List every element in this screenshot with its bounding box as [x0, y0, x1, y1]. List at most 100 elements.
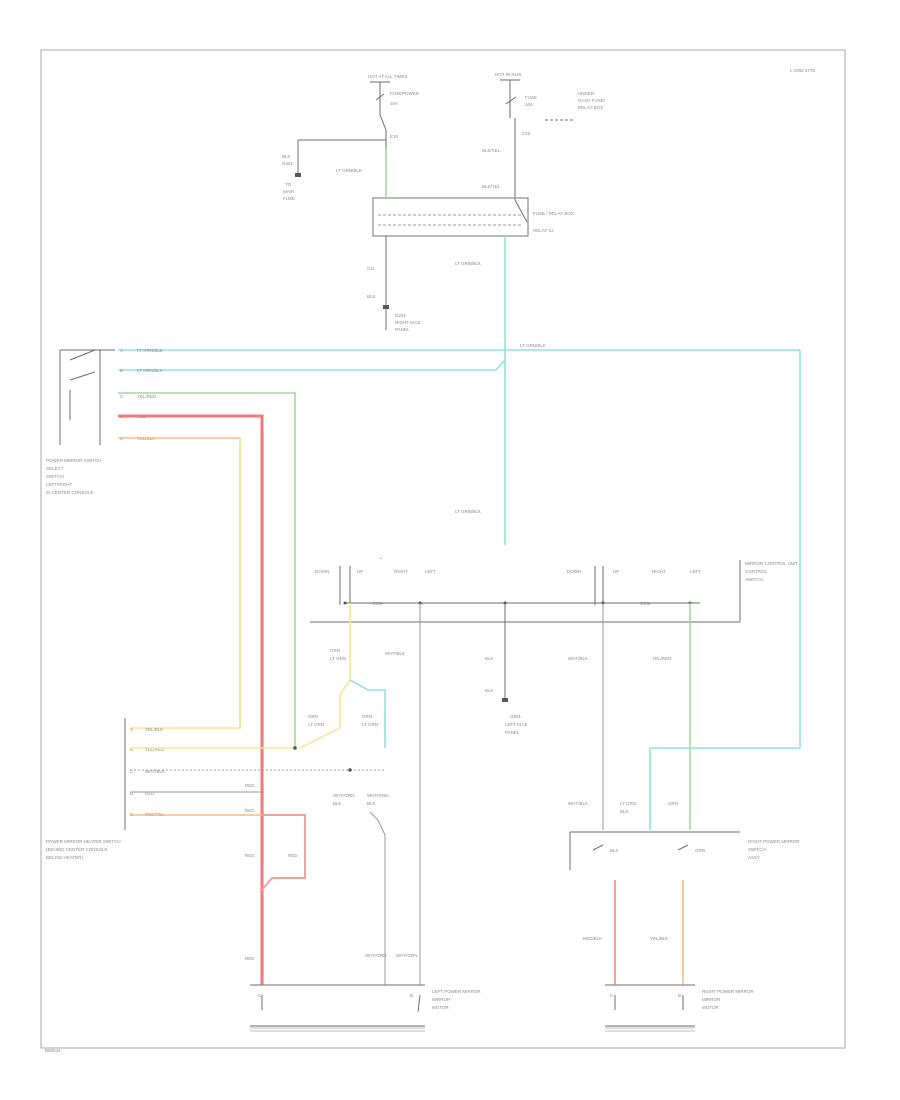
svg-text:B: B: [410, 993, 413, 998]
fuse-box-label: FUSE / RELAY BOX: [533, 211, 574, 216]
svg-text:G201: G201: [395, 313, 407, 318]
svg-text:LEFT KICK: LEFT KICK: [505, 722, 528, 727]
svg-text:BLK: BLK: [485, 656, 494, 661]
svg-text:SWITCH: SWITCH: [745, 577, 763, 582]
svg-text:(BEHIND CENTER CONSOLE: (BEHIND CENTER CONSOLE: [46, 847, 108, 852]
svg-text:GRN: GRN: [330, 648, 340, 653]
svg-text:A: A: [120, 348, 123, 353]
svg-text:SWITCH: SWITCH: [46, 474, 64, 479]
ground-symbol-icon: [295, 173, 301, 177]
svg-text:G501: G501: [510, 714, 522, 719]
svg-text:DOWN: DOWN: [315, 569, 329, 574]
right-motor-label: RIGHT POWER MIRROR: [702, 989, 754, 994]
relay-top-label: HOT AT ALL TIMES: [368, 74, 408, 79]
svg-text:C: C: [130, 769, 134, 774]
wire-red-main: [118, 414, 264, 985]
svg-text:RED: RED: [145, 791, 155, 796]
svg-text:E10: E10: [390, 134, 399, 139]
svg-text:RELAY BOX: RELAY BOX: [578, 105, 603, 110]
svg-text:RIGHT: RIGHT: [652, 569, 666, 574]
svg-text:BLK: BLK: [610, 848, 619, 853]
svg-text:PANEL: PANEL: [395, 327, 410, 332]
svg-text:MAIN: MAIN: [283, 189, 294, 194]
svg-text:C: C: [258, 993, 262, 998]
wire-yellow: [130, 438, 241, 729]
svg-text:C11: C11: [367, 266, 375, 271]
control-unit: MIRROR CONTROL UNIT CONTROL SWITCH DOWN …: [310, 556, 798, 623]
svg-text:MOTOR: MOTOR: [702, 1005, 719, 1010]
svg-text:ASSY: ASSY: [748, 855, 760, 860]
svg-text:LT GRN/BLK: LT GRN/BLK: [137, 348, 163, 353]
svg-text:BLK/YEL: BLK/YEL: [482, 184, 501, 189]
svg-text:TO: TO: [285, 182, 292, 187]
svg-text:GRN: GRN: [362, 714, 372, 719]
svg-text:WHT/GRN: WHT/GRN: [365, 953, 387, 958]
svg-text:MOTOR: MOTOR: [432, 1005, 449, 1010]
svg-text:WHT/BLK: WHT/BLK: [568, 801, 588, 806]
wire-cyan-branch: [349, 679, 386, 748]
svg-text:B: B: [120, 368, 123, 373]
right-power-mirror: C B RIGHT POWER MIRROR MIRROR MOTOR: [605, 984, 754, 1032]
svg-text:WHT/GRN: WHT/GRN: [396, 953, 418, 958]
svg-text:LT GRN: LT GRN: [362, 722, 378, 727]
svg-text:BLK: BLK: [367, 801, 376, 806]
svg-text:B: B: [678, 993, 681, 998]
svg-text:C: C: [120, 394, 124, 399]
svg-text:RED: RED: [245, 783, 255, 788]
mirror-switch-label: POWER MIRROR SWITCH: [46, 458, 102, 463]
svg-text:WHT/BLK: WHT/BLK: [145, 769, 165, 774]
svg-text:A: A: [130, 727, 133, 732]
svg-text:YEL/BLK: YEL/BLK: [145, 727, 163, 732]
svg-text:WHT/BLK: WHT/BLK: [568, 656, 588, 661]
left-motor-label: LEFT POWER MIRROR: [432, 989, 481, 994]
right-switch-label: RIGHT POWER MIRROR: [748, 839, 800, 844]
svg-text:RIGHT: RIGHT: [394, 569, 408, 574]
svg-text:GRN: GRN: [695, 848, 705, 853]
heater-switch-label: POWER MIRROR HEATER SWITCH: [46, 839, 121, 844]
svg-text:LT GRN: LT GRN: [620, 801, 636, 806]
heater-switch: A B C D E YEL/BLK YEL/RED WHT/BLK RED RE…: [46, 718, 385, 860]
wire-cyan-main: LT GRN/BLK LT GRN/BLK LT GRN/BLK: [118, 236, 801, 830]
svg-text:UNDER-: UNDER-: [578, 91, 596, 96]
svg-text:IN CENTER CONSOLE: IN CENTER CONSOLE: [46, 490, 94, 495]
svg-text:BLK: BLK: [367, 294, 376, 299]
svg-text:BELOW HEATER): BELOW HEATER): [46, 855, 83, 860]
svg-text:LT GRN/BLK: LT GRN/BLK: [137, 368, 163, 373]
svg-text:LEFT: LEFT: [690, 569, 701, 574]
svg-text:DOWN: DOWN: [567, 569, 581, 574]
svg-text:10A: 10A: [525, 102, 533, 107]
svg-text:YEL/BLK: YEL/BLK: [650, 936, 668, 941]
svg-text:FUSE: FUSE: [525, 95, 537, 100]
svg-text:D: D: [130, 791, 134, 796]
svg-text:GRN: GRN: [308, 714, 318, 719]
svg-text:C: C: [610, 993, 614, 998]
svg-text:RED/BLK: RED/BLK: [583, 936, 602, 941]
svg-text:RED: RED: [245, 956, 255, 961]
right-mirror-switch: BLK GRN RIGHT POWER MIRROR SWITCH ASSY W…: [568, 801, 800, 870]
svg-text:WHT/GRN: WHT/GRN: [333, 793, 355, 798]
svg-text:YEL/RED: YEL/RED: [145, 747, 165, 752]
svg-text:RED: RED: [288, 853, 298, 858]
svg-text:RELAY 12: RELAY 12: [533, 228, 554, 233]
svg-text:MIRROR: MIRROR: [432, 997, 451, 1002]
svg-text:C10: C10: [522, 131, 531, 136]
svg-text:RIGHT KICK: RIGHT KICK: [395, 320, 421, 325]
fuse-relay-box: FUSE / RELAY BOX RELAY 12 C11 BLK G201 R…: [367, 197, 574, 332]
svg-text:LEFT: LEFT: [425, 569, 436, 574]
svg-text:LT GRN/BLK: LT GRN/BLK: [455, 261, 481, 266]
control-unit-label: MIRROR CONTROL UNIT: [745, 561, 798, 566]
svg-text:DASH FUSE/: DASH FUSE/: [578, 98, 606, 103]
svg-text:G401: G401: [282, 161, 294, 166]
svg-text:LEFT/RIGHT: LEFT/RIGHT: [46, 482, 73, 487]
svg-text:YEL/RED: YEL/RED: [137, 394, 157, 399]
wire-label-top: LT GRN/BLK: [336, 168, 362, 173]
svg-text:GRN: GRN: [668, 801, 678, 806]
wire-red-loop: [261, 814, 306, 891]
diagram-frame: [40, 49, 846, 1049]
svg-text:RED: RED: [245, 853, 255, 858]
svg-text:UP: UP: [613, 569, 619, 574]
relay-top-group: HOT AT ALL TIMES FUSE 10A POWER E10 BLK …: [282, 74, 420, 201]
svg-text:BLK: BLK: [485, 688, 494, 693]
mirror-switch: A B C D E LT GRN/BLK LT GRN/BLK YEL/RED …: [46, 348, 163, 495]
